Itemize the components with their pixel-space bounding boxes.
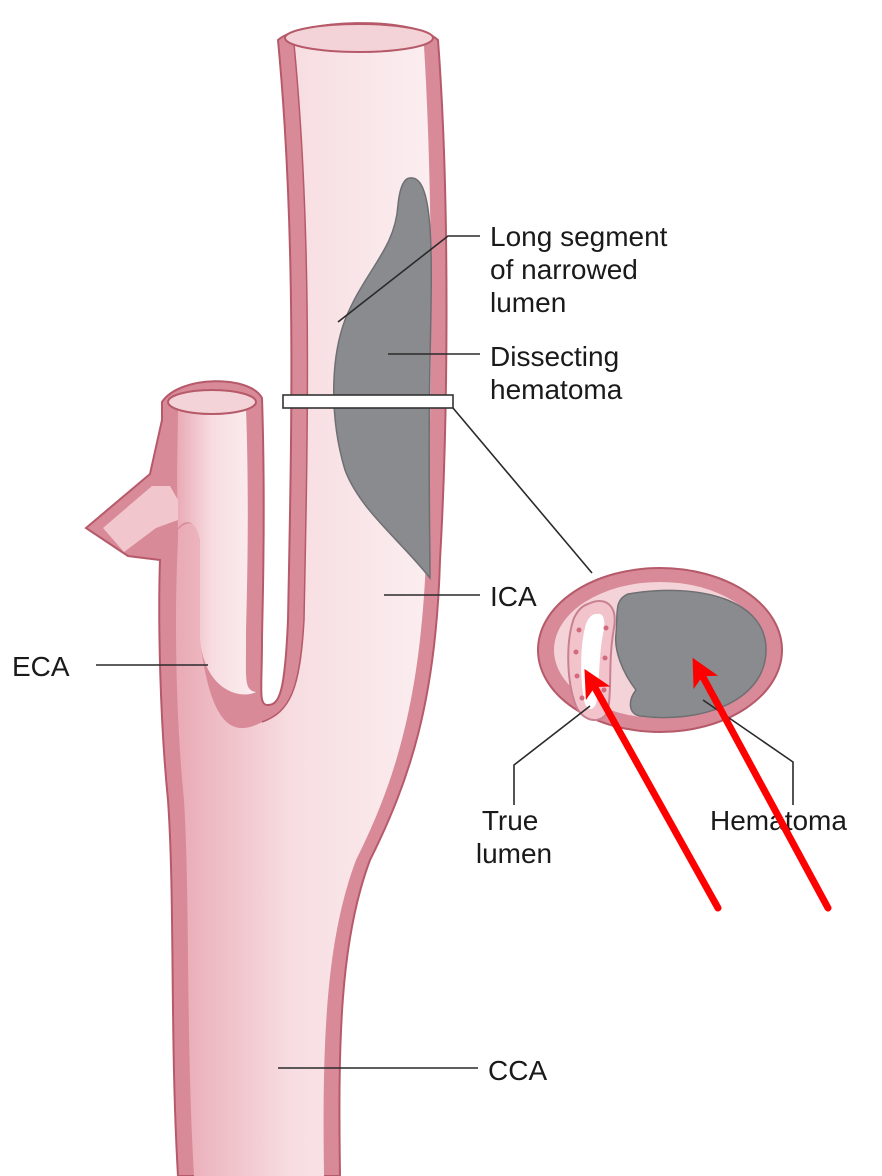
leader-true-lumen bbox=[514, 706, 590, 805]
label-dissecting-hematoma: Dissecting hematoma bbox=[490, 341, 627, 405]
red-arrow-hematoma bbox=[697, 666, 828, 908]
label-long-segment-line1: Long segment bbox=[490, 221, 668, 252]
cross-section-connector bbox=[453, 408, 592, 573]
label-long-segment: Long segment of narrowed lumen bbox=[490, 221, 675, 318]
label-long-segment-line3: lumen bbox=[490, 287, 566, 318]
intimal-cell bbox=[577, 628, 582, 633]
label-eca: ECA bbox=[12, 651, 70, 682]
intimal-cell bbox=[574, 650, 579, 655]
carotid-vessel bbox=[86, 23, 447, 1176]
intimal-cell bbox=[602, 688, 607, 693]
label-true-lumen-line2: lumen bbox=[476, 838, 552, 869]
intimal-cell bbox=[604, 626, 609, 631]
cross-section-marker bbox=[283, 395, 453, 408]
label-ica: ICA bbox=[490, 581, 537, 612]
intimal-cell bbox=[580, 696, 585, 701]
label-long-segment-line2: of narrowed bbox=[490, 254, 638, 285]
label-true-lumen-line1: True bbox=[482, 805, 539, 836]
intimal-cell bbox=[575, 674, 580, 679]
intimal-cell bbox=[603, 656, 608, 661]
label-cca: CCA bbox=[488, 1055, 547, 1086]
label-dissecting-line2: hematoma bbox=[490, 374, 623, 405]
ica-top-opening bbox=[285, 24, 433, 52]
label-dissecting-line1: Dissecting bbox=[490, 341, 619, 372]
cross-section bbox=[538, 568, 782, 732]
label-true-lumen: True lumen bbox=[476, 805, 552, 869]
eca-top-opening bbox=[168, 390, 256, 414]
